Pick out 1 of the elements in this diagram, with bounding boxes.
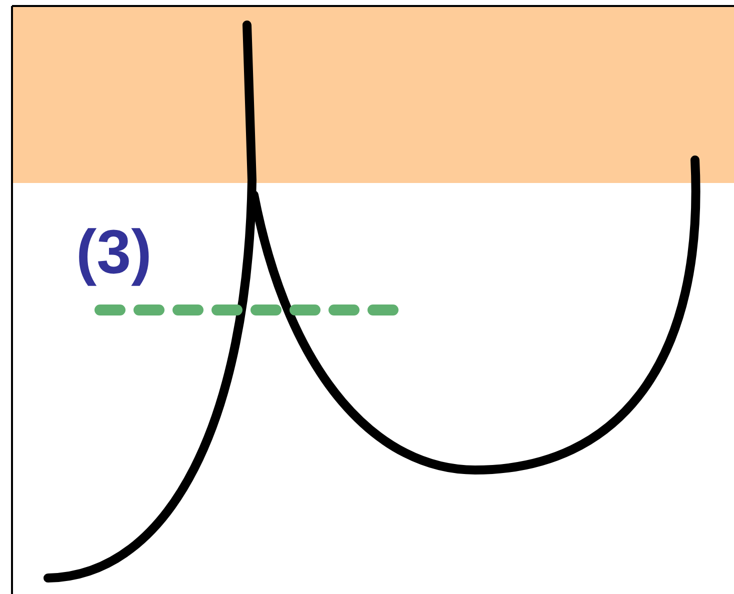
callout-number: (3) — [76, 222, 152, 284]
